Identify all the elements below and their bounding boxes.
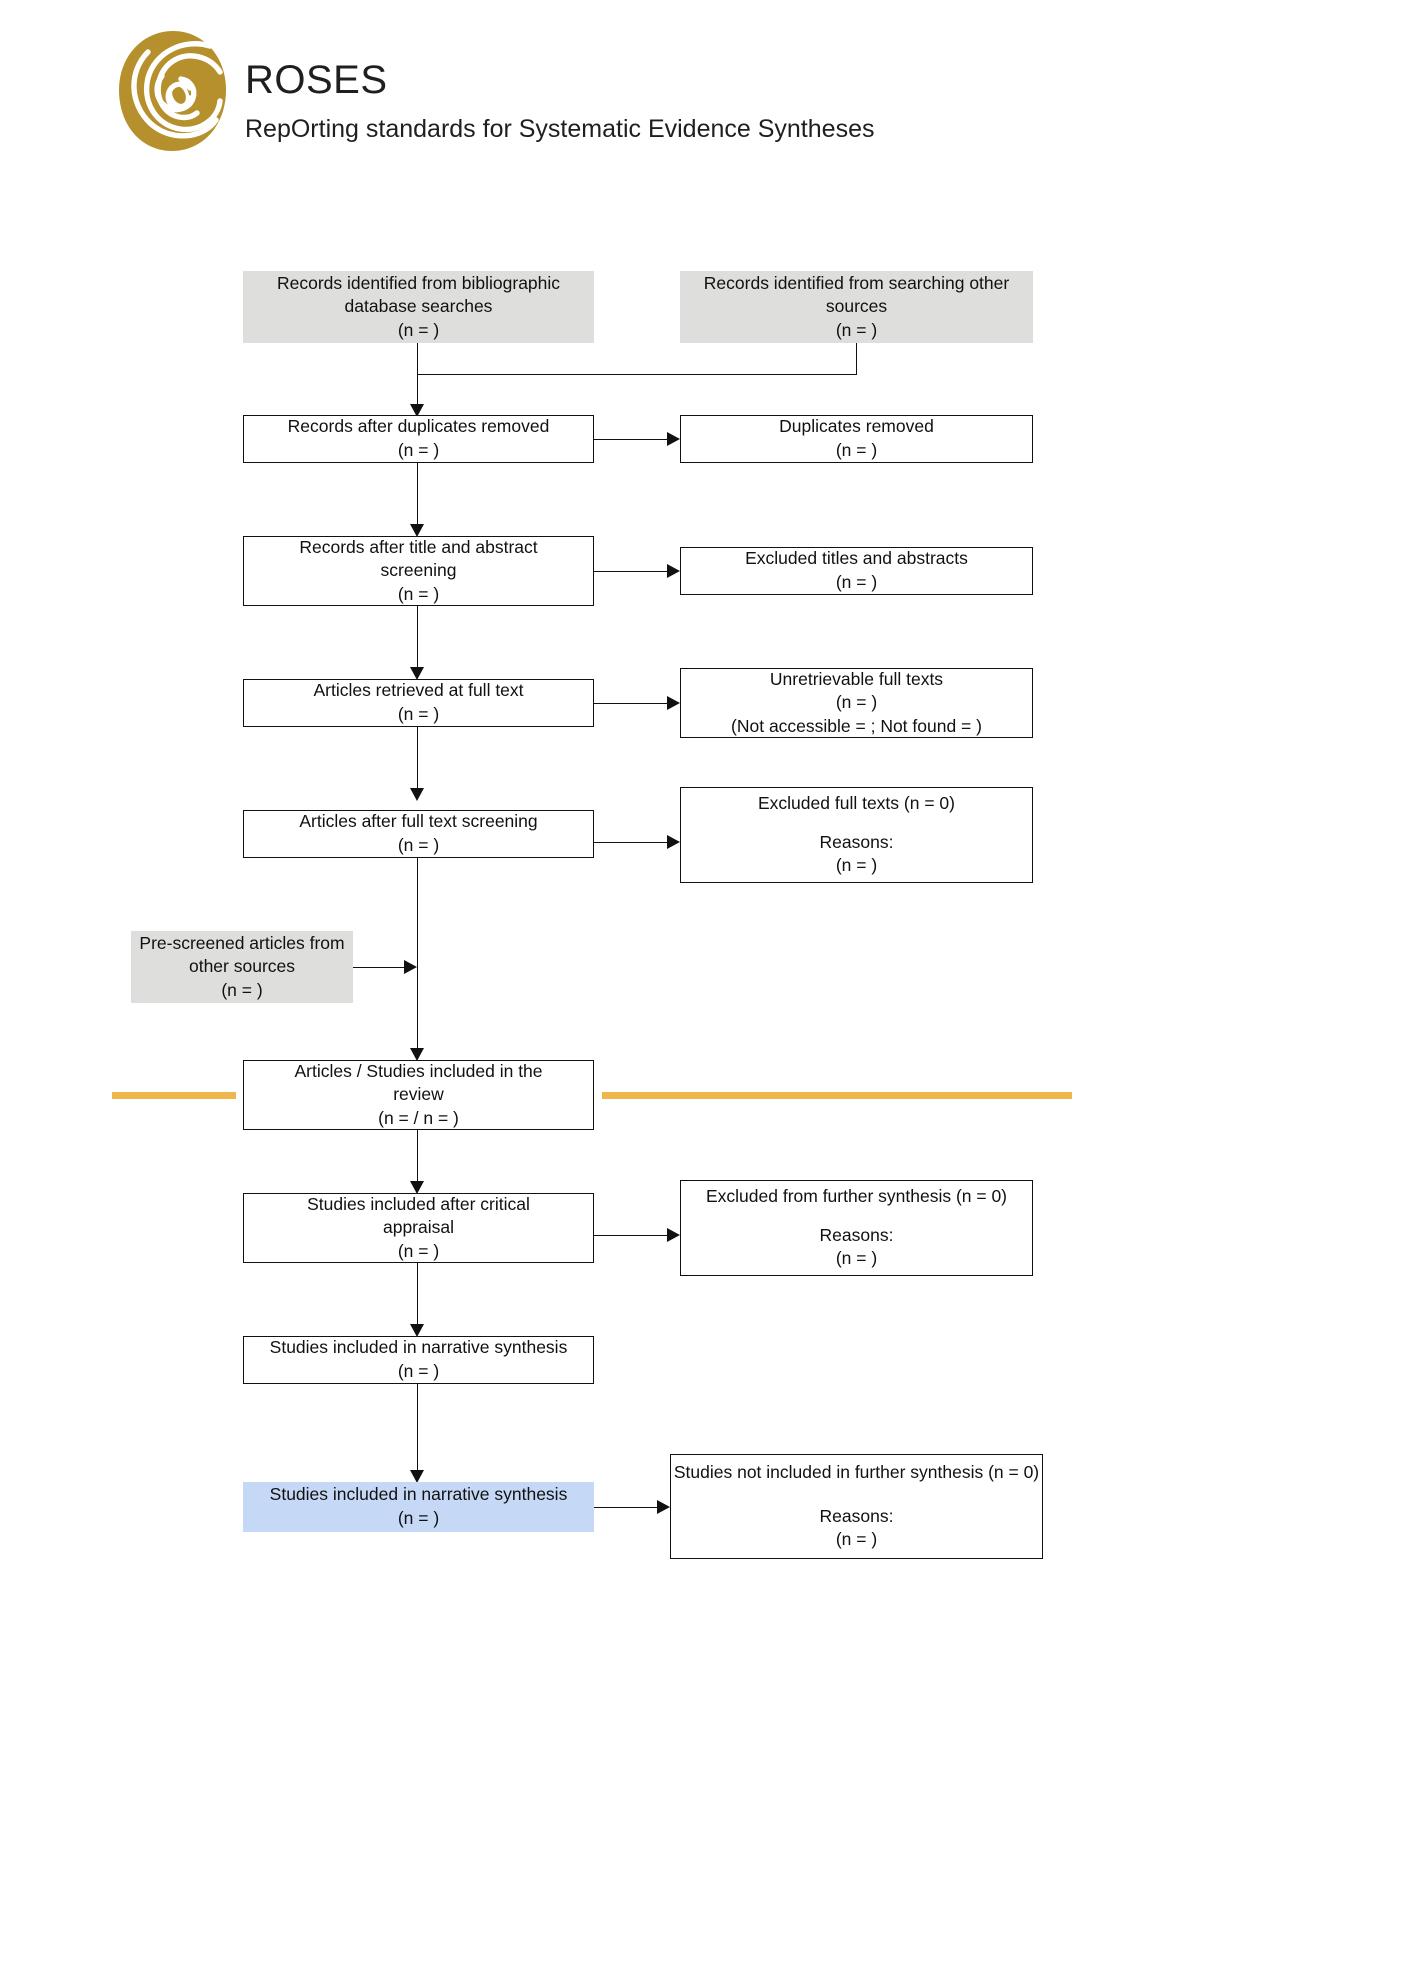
node-excluded-titles[interactable]: Excluded titles and abstracts (n = ): [680, 547, 1033, 595]
node-line: Excluded from further synthesis (n = 0): [705, 1186, 1008, 1206]
gold-rule-left: [112, 1092, 236, 1099]
node-line: Excluded titles and abstracts: [745, 548, 968, 569]
rose-logo-icon: [119, 31, 226, 151]
arrow-to-not-included: [657, 1500, 670, 1514]
node-excluded-full-texts[interactable]: Excluded full texts (n = 0) Reasons: (n …: [680, 787, 1033, 883]
node-line: Articles / Studies included in the: [294, 1060, 543, 1081]
node-line: appraisal: [382, 1217, 455, 1238]
node-line: Records identified from searching other: [703, 272, 1010, 293]
node-line: (n = ): [397, 440, 440, 460]
node-line: (n = ): [835, 692, 878, 713]
node-line: Unretrievable full texts: [769, 668, 944, 689]
page-header: ROSES RepOrting standards for Systematic…: [110, 28, 1110, 158]
node-line: Articles after full text screening: [299, 811, 538, 832]
arrow-to-duplicates-removed: [667, 432, 680, 446]
node-line: Studies included in narrative synthesis: [269, 1484, 568, 1505]
connector-db-stem: [417, 343, 418, 417]
arrow-into-after-full-text: [410, 788, 424, 801]
connector-narrative1-to-narrative2: [417, 1384, 418, 1470]
node-after-critical-appraisal[interactable]: Studies included after critical appraisa…: [243, 1193, 594, 1263]
arrow-into-included-review: [410, 1048, 424, 1061]
node-narrative-synthesis-2[interactable]: Studies included in narrative synthesis …: [243, 1482, 594, 1532]
node-line: Records after duplicates removed: [287, 416, 550, 437]
arrow-into-after-duplicates: [410, 404, 424, 417]
connector-to-duplicates-removed: [594, 439, 667, 440]
node-full-text-retrieved[interactable]: Articles retrieved at full text (n = ): [243, 679, 594, 727]
connector-merge-bar: [417, 374, 857, 375]
node-after-full-text[interactable]: Articles after full text screening (n = …: [243, 810, 594, 858]
gold-rule-right: [602, 1092, 1072, 1099]
node-unretrievable-full-texts[interactable]: Unretrievable full texts (n = ) (Not acc…: [680, 668, 1033, 738]
node-line: sources: [825, 296, 888, 317]
connector-fulltext-to-afterscreen: [417, 727, 418, 788]
arrow-into-full-text: [410, 667, 424, 680]
node-pre-screened[interactable]: Pre-screened articles from other sources…: [131, 931, 353, 1003]
node-line: (n = ): [397, 1240, 440, 1261]
node-line: (Not accessible = ; Not found = ): [731, 715, 982, 736]
arrow-to-excluded-full-texts: [667, 835, 680, 849]
node-line: Records after title and abstract: [299, 536, 538, 557]
node-db-searches[interactable]: Records identified from bibliographic da…: [243, 271, 594, 343]
connector-other-stem: [856, 343, 857, 374]
node-line: review: [393, 1084, 444, 1105]
connector-to-excluded-further: [594, 1235, 667, 1236]
node-line: (n = ): [397, 583, 440, 604]
node-after-duplicates[interactable]: Records after duplicates removed (n = ): [243, 415, 594, 463]
connector-prescreened-to-spine: [353, 967, 404, 968]
arrow-into-critical-appraisal: [410, 1181, 424, 1194]
node-line: screening: [380, 560, 457, 581]
node-other-sources[interactable]: Records identified from searching other …: [680, 271, 1033, 343]
node-line: (n = ): [835, 1529, 878, 1550]
node-line: Excluded full texts (n = 0): [758, 793, 955, 813]
arrow-into-narrative-2: [410, 1470, 424, 1483]
arrow-to-unretrievable: [667, 696, 680, 710]
node-line: (n = ): [835, 1248, 878, 1269]
node-line: (n = ): [397, 319, 440, 340]
arrow-to-excluded-titles: [667, 564, 680, 578]
connector-screen-to-fulltext: [417, 606, 418, 667]
connector-to-not-included: [594, 1507, 657, 1508]
connector-dup-to-screen: [417, 463, 418, 524]
connector-review-to-appraisal: [417, 1130, 418, 1181]
node-included-review[interactable]: Articles / Studies included in the revie…: [243, 1060, 594, 1130]
brand-subtitle: RepOrting standards for Systematic Evide…: [245, 115, 875, 143]
node-line: (n = ): [397, 1361, 440, 1381]
node-line: (n = / n = ): [378, 1107, 459, 1128]
node-line: (n = ): [397, 835, 440, 855]
node-narrative-synthesis-1[interactable]: Studies included in narrative synthesis …: [243, 1336, 594, 1384]
node-excluded-further-synthesis[interactable]: Excluded from further synthesis (n = 0) …: [680, 1180, 1033, 1276]
node-line: (n = ): [835, 855, 878, 876]
arrow-prescreened-into-spine: [404, 960, 417, 974]
node-line: Reasons:: [819, 1224, 894, 1245]
node-line: Reasons:: [819, 1505, 894, 1526]
node-line: Pre-screened articles from: [139, 932, 345, 953]
connector-to-unretrievable: [594, 703, 667, 704]
node-line: Studies not included in further synthesi…: [673, 1462, 1040, 1483]
node-line: Reasons:: [819, 831, 894, 852]
connector-to-excluded-titles: [594, 571, 667, 572]
node-line: database searches: [344, 296, 493, 317]
connector-to-excluded-full-texts: [594, 842, 667, 843]
node-line: Studies included in narrative synthesis: [269, 1337, 568, 1358]
node-line: Records identified from bibliographic: [276, 272, 561, 293]
node-line: other sources: [188, 956, 296, 977]
arrow-into-title-abstract: [410, 524, 424, 537]
node-line: (n = ): [835, 440, 878, 460]
connector-appraisal-to-narrative1: [417, 1263, 418, 1324]
node-line: (n = ): [397, 1508, 440, 1528]
node-duplicates-removed[interactable]: Duplicates removed (n = ): [680, 415, 1033, 463]
node-after-title-abstract[interactable]: Records after title and abstract screeni…: [243, 536, 594, 606]
node-line: Duplicates removed: [779, 416, 934, 437]
arrow-to-excluded-further: [667, 1228, 680, 1242]
node-line: (n = ): [835, 319, 878, 340]
node-line: Articles retrieved at full text: [313, 680, 524, 701]
arrow-into-narrative-1: [410, 1324, 424, 1337]
brand-title: ROSES: [245, 58, 388, 102]
connector-afterscreen-to-included: [417, 858, 418, 1048]
node-line: (n = ): [221, 979, 263, 1000]
node-not-included-further[interactable]: Studies not included in further synthesi…: [670, 1454, 1043, 1559]
node-line: (n = ): [397, 704, 440, 724]
node-line: (n = ): [835, 572, 878, 592]
node-line: Studies included after critical: [307, 1193, 530, 1214]
